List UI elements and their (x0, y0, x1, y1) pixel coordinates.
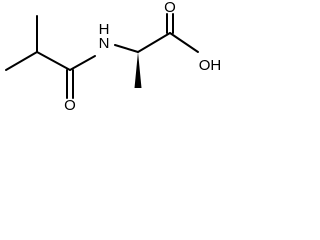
structure-canvas: N H O O OH (5, 0, 222, 114)
bond-carboxyl-to-hydroxyl (169, 32, 199, 53)
acid-carbonyl-oxygen-label: O (164, 0, 176, 16)
bond-alpha-to-carboxyl (137, 32, 171, 53)
bond-methyl-left-to-ch (5, 51, 38, 71)
acid-hydroxyl-label: OH (199, 57, 222, 74)
bond-ch-to-carbonyl (36, 51, 71, 71)
amide-oxygen-label: O (64, 97, 76, 114)
bond-carbonyl-to-nitrogen (69, 55, 96, 71)
amide-hydrogen-label: H (99, 21, 110, 38)
amide-nitrogen-label: N (99, 35, 110, 52)
chemical-structure: N H O O OH (0, 0, 230, 118)
wedge-bond-alpha-methyl (134, 52, 142, 88)
bond-nitrogen-to-alpha-carbon (114, 44, 139, 53)
